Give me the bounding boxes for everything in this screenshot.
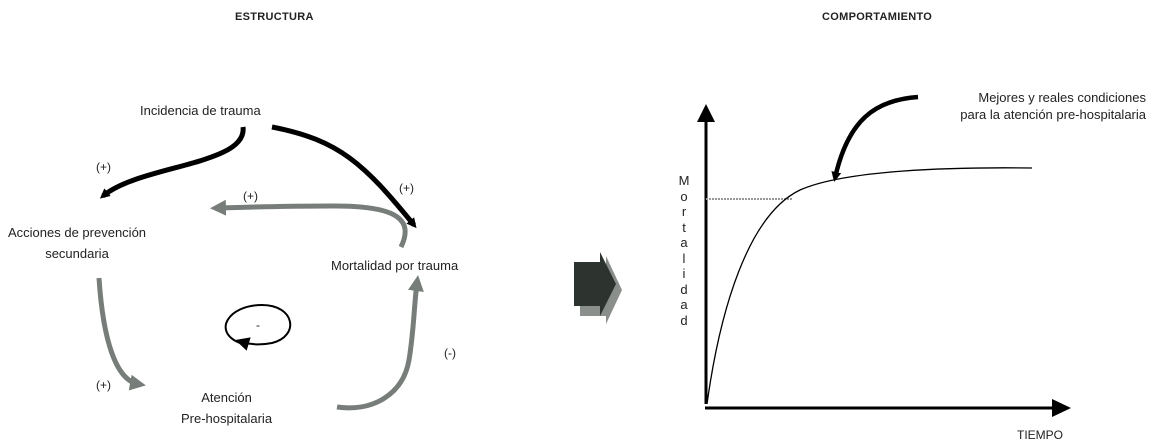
chart-annotation: Mejores y reales condiciones para la ate… — [960, 89, 1146, 123]
node-secondary-prevention-line2: secundaria — [45, 246, 109, 261]
node-prehospital-care-line1: Atención — [201, 390, 252, 405]
y-axis-label-letter: i — [682, 266, 686, 281]
polarity-incidence-mortality: (+) — [399, 181, 414, 195]
polarity-incidence-prevention: (+) — [96, 160, 111, 174]
polarity-mortality-prevention: (+) — [243, 189, 258, 203]
loop-polarity: - — [256, 318, 260, 332]
structure-heading: ESTRUCTURA — [235, 11, 314, 23]
polarity-care-mortality: (-) — [444, 346, 456, 360]
y-axis-label-letter: a — [680, 297, 688, 312]
node-prehospital-care: Atención Pre-hospitalaria — [181, 387, 272, 429]
y-axis-label-letter: d — [680, 312, 688, 328]
link-care-to-mortality — [336, 275, 424, 411]
link-incidence-to-mortality — [271, 124, 417, 229]
y-axis-label-letter: l — [682, 250, 686, 266]
y-axis-label-letter: a — [680, 235, 688, 250]
y-axis-arrow-icon — [697, 104, 715, 122]
node-secondary-prevention: Acciones de prevención secundaria — [8, 222, 146, 264]
y-axis-label-letter: d — [680, 281, 688, 297]
negative-loop-icon — [224, 303, 292, 351]
y-axis-label-letter: o — [680, 188, 688, 204]
behavior-chart — [697, 94, 1071, 417]
polarity-prevention-care: (+) — [96, 378, 111, 392]
annotation-arrow — [831, 94, 919, 182]
link-incidence-to-prevention — [99, 126, 246, 199]
link-mortality-to-prevention — [210, 199, 408, 249]
behavior-heading: COMPORTAMIENTO — [822, 11, 933, 23]
mortality-curve — [706, 167, 1033, 405]
node-secondary-prevention-line1: Acciones de prevención — [8, 225, 147, 240]
node-incidence-trauma: Incidencia de trauma — [140, 103, 261, 118]
chart-annotation-line2: para la atención pre-hospitalaria — [960, 107, 1146, 122]
y-axis-label-letter: r — [681, 204, 687, 219]
y-axis-label-letter: t — [682, 219, 686, 235]
chart-annotation-line1: Mejores y reales condiciones — [978, 90, 1146, 105]
transition-arrow-icon — [574, 252, 616, 316]
x-axis-arrow-icon — [1052, 399, 1071, 417]
node-trauma-mortality: Mortalidad por trauma — [331, 258, 459, 273]
y-axis-label-letter: M — [678, 173, 690, 188]
node-prehospital-care-line2: Pre-hospitalaria — [181, 411, 273, 426]
link-prevention-to-care — [96, 277, 146, 391]
x-axis-label: TIEMPO — [1017, 428, 1064, 442]
